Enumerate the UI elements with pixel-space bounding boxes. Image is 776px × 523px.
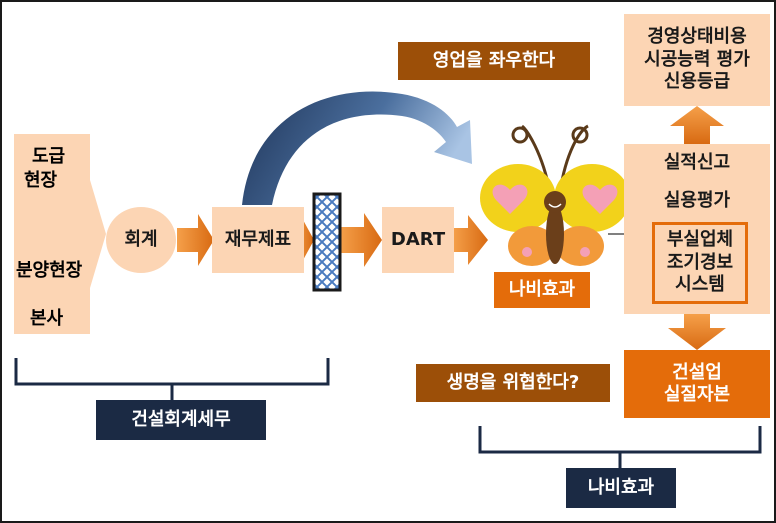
early-warning-box: 부실업체 조기경보 시스템 — [652, 222, 748, 304]
bracket-right — [478, 426, 762, 468]
middle-line-2: 실용평가 — [663, 190, 731, 211]
left-item-hyeonjang: 현장 — [24, 170, 58, 191]
capital-line-1: 건설업 — [672, 361, 722, 383]
sales-callout-text: 영업을 좌우한다 — [432, 49, 556, 71]
life-callout: 생명을 위협한다? — [416, 364, 610, 402]
left-item-dogeup: 도급 — [32, 146, 66, 167]
left-group-panel — [14, 134, 106, 334]
middle-box: 실적신고 실용평가 부실업체 조기경보 시스템 — [624, 144, 770, 314]
upper-line-1: 경영상태비용 — [647, 26, 747, 48]
early-warning-line-2: 조기경보 — [666, 251, 734, 273]
middle-line-1: 실적신고 — [663, 152, 731, 173]
butterfly-icon — [480, 124, 630, 266]
early-warning-line-3: 시스템 — [675, 274, 725, 296]
bracket-left — [14, 358, 330, 400]
filter-screen — [312, 192, 342, 292]
left-item-bunyang: 분양현장 — [16, 260, 83, 281]
dart-label: DART — [390, 228, 446, 250]
bracket-right-label-box: 나비효과 — [566, 468, 676, 508]
left-item-bonsa: 본사 — [30, 308, 64, 329]
arrow-down — [668, 314, 726, 350]
bracket-right-label: 나비효과 — [587, 476, 655, 498]
sales-callout: 영업을 좌우한다 — [398, 42, 590, 80]
bracket-left-label: 건설회계세무 — [131, 408, 231, 430]
accounting-node: 회계 — [106, 207, 176, 273]
early-warning-line-1: 부실업체 — [666, 229, 734, 251]
butterfly-label-box: 나비효과 — [494, 272, 590, 308]
bracket-left-label-box: 건설회계세무 — [96, 400, 266, 440]
upper-box: 경영상태비용 시공능력 평가 신용등급 — [624, 14, 770, 106]
capital-box: 건설업 실질자본 — [624, 350, 770, 418]
dart-box: DART — [382, 207, 454, 273]
upper-line-3: 신용등급 — [663, 71, 731, 93]
arrow-to-butterfly — [453, 215, 488, 265]
curved-arrow — [242, 91, 472, 205]
arrow-to-dart — [340, 213, 382, 267]
financial-statements-label: 재무제표 — [224, 228, 292, 250]
capital-line-2: 실질자본 — [663, 384, 731, 405]
life-callout-text: 생명을 위협한다? — [446, 371, 580, 393]
accounting-label: 회계 — [124, 228, 158, 250]
arrow-to-financials — [177, 214, 214, 266]
butterfly-label: 나비효과 — [508, 278, 576, 300]
arrow-up — [670, 106, 724, 144]
financial-statements-box: 재무제표 — [212, 207, 304, 273]
upper-line-2: 시공능력 평가 — [644, 48, 750, 70]
